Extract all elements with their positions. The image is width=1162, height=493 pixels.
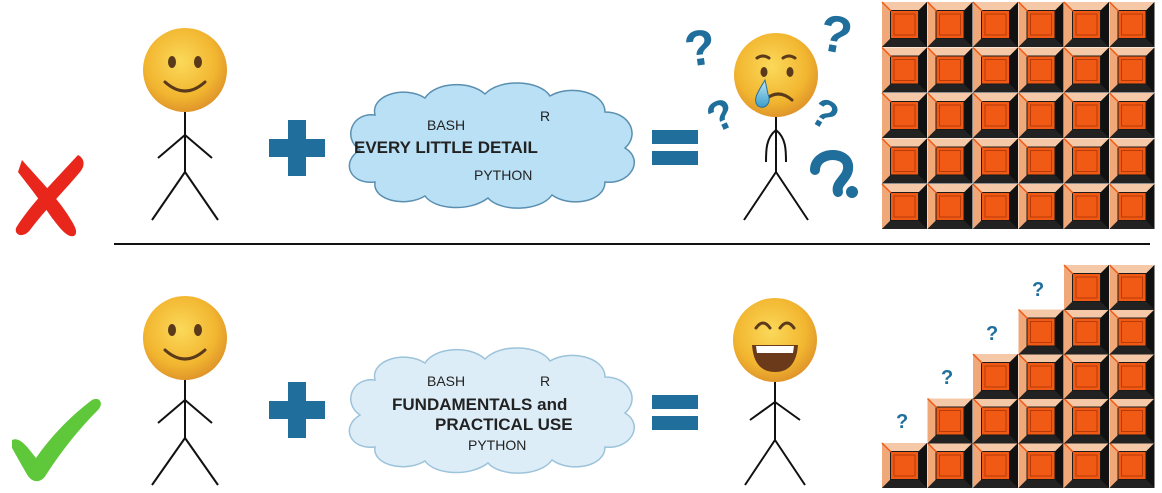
- question-mark-large-icon: [810, 150, 858, 198]
- puzzle-tile: [1108, 46, 1156, 94]
- puzzle-tile: [1108, 137, 1156, 185]
- cloud-main-text: EVERY LITTLE DETAIL: [354, 138, 538, 157]
- puzzle-tile: [1063, 137, 1110, 185]
- puzzle-tile: [1108, 183, 1156, 230]
- question-mark: ?: [815, 4, 856, 67]
- puzzle-tile: [926, 46, 974, 94]
- puzzle-tile: [881, 1, 928, 48]
- tile-staircase-learning: [881, 264, 1156, 489]
- puzzle-tile: [1063, 46, 1110, 94]
- puzzle-tile: [1063, 183, 1110, 230]
- puzzle-tile: [972, 1, 1019, 48]
- puzzle-tile: [972, 92, 1019, 139]
- puzzle-tile: [1108, 397, 1156, 445]
- puzzle-tile: [1017, 397, 1065, 445]
- red-cross-icon: [15, 155, 84, 237]
- puzzle-tile: [1063, 397, 1110, 445]
- puzzle-tile: [881, 92, 928, 139]
- puzzle-tile: [972, 46, 1019, 94]
- puzzle-tile: [972, 397, 1019, 445]
- puzzle-tile: [1063, 442, 1110, 489]
- cloud-word-python: PYTHON: [468, 437, 526, 453]
- cloud-fundamentals: BASH R FUNDAMENTALS and PRACTICAL USE PY…: [348, 347, 636, 474]
- puzzle-tile: [1017, 92, 1065, 139]
- puzzle-tile: [1063, 353, 1110, 400]
- puzzle-tile: [1017, 183, 1065, 230]
- cloud-main-text: FUNDAMENTALS and: [392, 395, 567, 414]
- puzzle-tile: [972, 442, 1019, 489]
- question-mark: ?: [896, 411, 908, 433]
- puzzle-tile: [1017, 353, 1065, 400]
- puzzle-tile: [1108, 264, 1156, 311]
- puzzle-tile: [926, 137, 974, 185]
- cloud-word-r: R: [540, 108, 550, 124]
- grinning-face: [733, 298, 817, 382]
- puzzle-tile: [1017, 137, 1065, 185]
- question-mark: ?: [699, 88, 742, 141]
- puzzle-tile: [926, 92, 974, 139]
- plus-icon: [269, 120, 325, 176]
- puzzle-tile: [1108, 1, 1156, 48]
- question-mark: ?: [681, 18, 719, 78]
- puzzle-tile: [1017, 46, 1065, 94]
- smiley-face: [143, 28, 227, 112]
- tile-grid-overwhelming: [881, 1, 1156, 230]
- puzzle-tile: [1063, 264, 1110, 311]
- stick-figure-learner-top: [143, 28, 227, 221]
- puzzle-tile: [1108, 442, 1156, 489]
- crying-face: [734, 33, 818, 117]
- puzzle-tile: [881, 46, 928, 94]
- puzzle-tile: [881, 442, 928, 489]
- puzzle-tile: [1063, 1, 1110, 48]
- puzzle-tile: [972, 183, 1019, 230]
- equals-icon: [652, 395, 698, 430]
- smiley-face: [143, 296, 227, 380]
- puzzle-tile: [926, 442, 974, 489]
- puzzle-tile: [1108, 353, 1156, 400]
- cloud-word-r: R: [540, 373, 550, 389]
- question-mark: ?: [986, 323, 998, 345]
- question-mark: ?: [1032, 279, 1044, 301]
- cloud-word-bash: BASH: [427, 117, 465, 133]
- equals-icon: [652, 130, 698, 165]
- green-check-icon: [12, 398, 101, 482]
- puzzle-tile: [881, 183, 928, 230]
- puzzle-tile: [1017, 308, 1065, 356]
- puzzle-tile: [1017, 1, 1065, 48]
- puzzle-tile: [881, 137, 928, 185]
- stick-figure-confused: [734, 33, 818, 221]
- cloud-every-little-detail: BASH R EVERY LITTLE DETAIL PYTHON: [348, 82, 636, 209]
- plus-icon: [269, 382, 325, 438]
- puzzle-tile: [926, 397, 974, 445]
- stick-figure-happy: [733, 298, 817, 486]
- question-mark: ?: [941, 367, 953, 389]
- puzzle-tile: [1108, 308, 1156, 356]
- puzzle-tile: [1063, 308, 1110, 356]
- stick-figure-learner-bottom: [143, 296, 227, 486]
- puzzle-tile: [926, 183, 974, 230]
- puzzle-tile: [1108, 92, 1156, 139]
- puzzle-tile: [972, 137, 1019, 185]
- puzzle-tile: [972, 353, 1019, 400]
- puzzle-tile: [1017, 442, 1065, 489]
- tear-icon: [755, 78, 770, 108]
- cloud-main-text: PRACTICAL USE: [435, 415, 573, 434]
- cloud-word-bash: BASH: [427, 373, 465, 389]
- puzzle-tile: [1063, 92, 1110, 139]
- cloud-word-python: PYTHON: [474, 167, 532, 183]
- puzzle-tile: [926, 1, 974, 48]
